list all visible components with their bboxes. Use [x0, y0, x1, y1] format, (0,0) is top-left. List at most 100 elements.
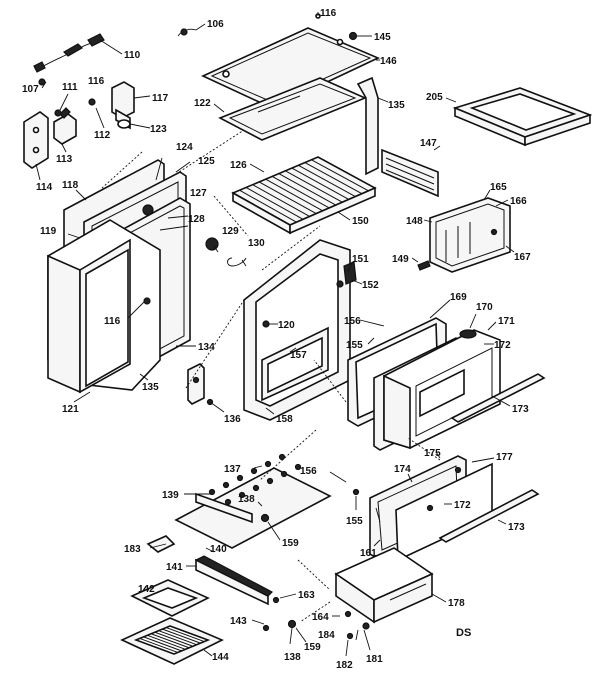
broiler-tray-144 [120, 617, 224, 665]
part-label-116-top: 116 [320, 8, 337, 19]
part-label-107: 107 [22, 84, 39, 95]
part-label-135-side: 135 [142, 382, 159, 393]
part-label-138-lower: 138 [284, 652, 301, 663]
part-label-163: 163 [298, 590, 315, 601]
part-label-152: 152 [362, 280, 379, 291]
hatch-line [271, 175, 330, 209]
hatch-line [139, 637, 178, 653]
part-label-172-upper: 172 [494, 340, 511, 351]
part-label-120: 120 [278, 320, 295, 331]
broil-pan-205 [452, 87, 593, 147]
part-label-156-lower: 156 [300, 466, 317, 477]
part-label-124: 124 [176, 142, 193, 153]
lower-panel-137 [174, 453, 332, 549]
part-label-182: 182 [336, 660, 353, 671]
hatch-line [291, 167, 350, 200]
panel-hole [278, 453, 286, 461]
part-label-143: 143 [230, 616, 247, 627]
part-label-127: 127 [190, 188, 207, 199]
part-label-174: 174 [394, 464, 411, 475]
part-label-158: 158 [276, 414, 293, 425]
part-label-116-side: 116 [104, 316, 121, 327]
part-label-145: 145 [374, 32, 391, 43]
panel-hole [208, 488, 216, 496]
part-label-141: 141 [166, 562, 183, 573]
part-label-156-upper: 156 [344, 316, 361, 327]
part-labels: 106 107 110 111 112 113 114 116 116 116 … [22, 8, 531, 671]
terminal-block-117 [111, 81, 135, 130]
part-label-135-top: 135 [388, 100, 405, 111]
part-label-181: 181 [366, 654, 383, 665]
part-label-170: 170 [476, 302, 493, 313]
hatch-line [311, 159, 369, 192]
panel-hole [280, 470, 288, 478]
hatch-line [245, 187, 304, 220]
part-label-155-upper: 155 [346, 340, 363, 351]
part-label-126: 126 [230, 160, 247, 171]
part-label-114: 114 [36, 182, 53, 193]
part-label-169: 169 [450, 292, 467, 303]
small-fasteners-top [315, 13, 431, 271]
panel-hole [222, 481, 230, 489]
part-label-150: 150 [352, 216, 369, 227]
part-label-116-top-left: 116 [88, 76, 105, 87]
part-label-159-upper: 159 [282, 538, 299, 549]
knobs-129-130 [205, 237, 247, 267]
part-label-123: 123 [150, 124, 167, 135]
part-label-118: 118 [62, 180, 79, 191]
hatch-line [143, 636, 182, 652]
hatch-line [147, 634, 186, 650]
part-label-117: 117 [152, 93, 169, 104]
part-label-140: 140 [210, 544, 227, 555]
hatch-line [162, 628, 201, 644]
gasket-151-152 [343, 261, 357, 285]
hatch-line [150, 633, 190, 649]
part-label-148: 148 [406, 216, 423, 227]
part-label-130: 130 [248, 238, 265, 249]
vent-grille-147 [381, 148, 439, 198]
rail-139 [195, 492, 253, 524]
part-label-122: 122 [194, 98, 211, 109]
panel-hole [238, 491, 246, 499]
hatch-line [304, 162, 363, 195]
cooktop-top-panel [201, 27, 380, 109]
panel-hole [252, 484, 260, 492]
part-label-175: 175 [424, 448, 441, 459]
diagram-code: DS [456, 627, 471, 639]
screw-107-116 [38, 78, 96, 117]
part-label-136: 136 [224, 414, 241, 425]
hatch-line [285, 170, 343, 203]
drawer-handle-173b [438, 489, 540, 543]
part-label-137: 137 [224, 464, 241, 475]
top-frame-shield [218, 77, 368, 141]
burner-box-assembly [429, 197, 511, 273]
front-frame-oven [243, 239, 351, 421]
hatch-line [166, 627, 205, 643]
part-label-178: 178 [448, 598, 465, 609]
part-label-165: 165 [490, 182, 507, 193]
drawer-front-panel [369, 455, 493, 562]
part-label-164: 164 [312, 612, 329, 623]
part-label-177: 177 [496, 452, 513, 463]
kick-panel-141 [194, 555, 273, 606]
hatch-line [252, 184, 310, 217]
broiler-pan-142 [130, 579, 210, 617]
oven-door-front [383, 329, 501, 450]
part-label-146: 146 [380, 56, 397, 67]
part-label-113: 113 [56, 154, 73, 165]
part-label-119: 119 [40, 226, 57, 237]
heat-deflector-183 [146, 535, 176, 553]
storage-drawer-178 [334, 547, 434, 624]
part-label-121: 121 [62, 404, 79, 415]
part-label-173-upper: 173 [512, 404, 529, 415]
part-label-112: 112 [94, 130, 111, 141]
bracket-114 [23, 111, 49, 169]
part-label-151: 151 [352, 254, 369, 265]
part-label-128: 128 [188, 214, 205, 225]
hatch-line [298, 164, 356, 197]
hatch-line [265, 178, 323, 212]
part-label-184: 184 [318, 630, 335, 641]
part-label-159-lower: 159 [304, 642, 321, 653]
part-label-155-lower: 155 [346, 516, 363, 527]
